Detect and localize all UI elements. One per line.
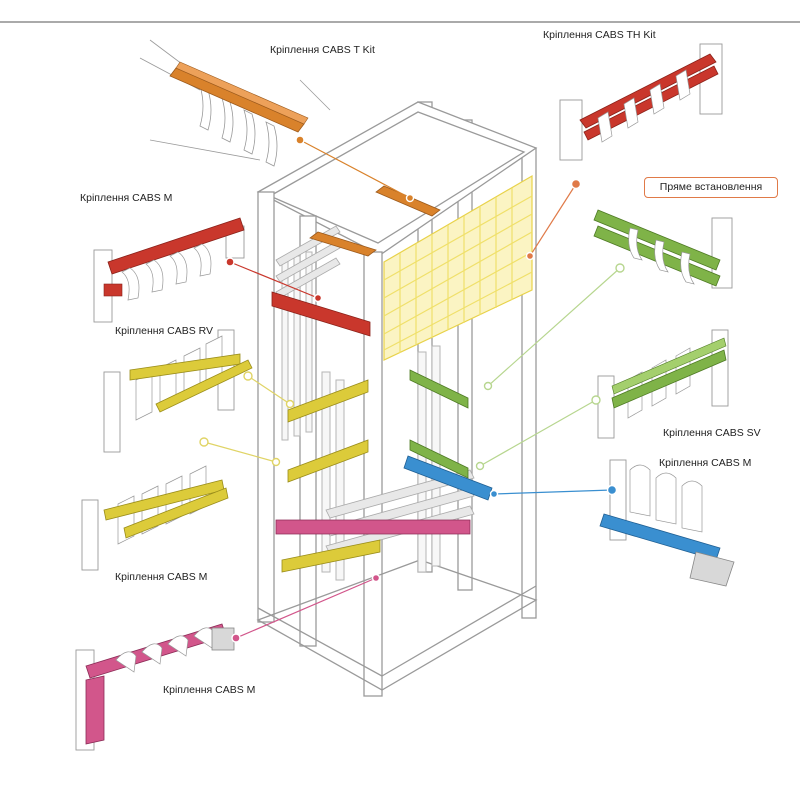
cabinet-part-yellow-3 [281,539,381,573]
leader-cabs-rv [247,375,291,405]
leader-cabs-th-kit [529,183,577,257]
label-cabs-m-bottom: Кріплення CABS M [163,684,256,696]
assembly-cabs-m-pink [75,623,235,751]
dot-direct-install [615,263,625,273]
dot-cabs-m-pink [231,633,241,643]
label-cabs-m-top: Кріплення CABS M [80,192,173,204]
leader-cabs-m-pink [235,577,377,639]
cabinet-part-green-1 [409,369,469,409]
assembly-cabs-rv [103,329,253,453]
assembly-cabs-th-kit [559,43,723,161]
label-cabs-rv: Кріплення CABS RV [115,325,214,337]
cabinet-part-yellow-1 [287,379,369,423]
assembly-cabs-m-yellow [81,465,229,571]
assembly-cabs-m-blue [599,459,735,587]
leader-dots [199,135,625,643]
label-direct-install: Пряме встановлення [644,177,778,198]
label-cabs-sv: Кріплення CABS SV [663,427,761,439]
cabinet-part-blue [403,455,493,501]
cabinet-part-red [271,291,371,337]
assembly-cabs-sv [597,329,729,439]
assembly-cabs-t-kit [139,39,331,167]
label-cabs-m-right: Кріплення CABS M [659,457,752,469]
assembly-direct-install [593,209,733,289]
dot-cabs-m-yellow [199,437,209,447]
cabinet-part-yellow-2 [287,439,369,483]
dot-cabs-t-kit [295,135,305,145]
label-cabs-t-kit: Кріплення CABS T Kit [270,44,375,56]
dot-cabs-sv [591,395,601,405]
dot-cabs-m-blue [606,484,618,496]
dot-cabs-m-red [225,257,235,267]
leader-cabs-t-kit [299,139,411,199]
leader-cabs-m-red [229,261,319,299]
leader-cabs-m-blue [493,489,613,495]
leader-cabs-sv [479,399,597,467]
label-cabs-th-kit: Кріплення CABS TH Kit [543,29,656,41]
dot-cabs-rv [243,371,253,381]
grid-panel [383,174,533,361]
leader-cabs-m-yellow [203,441,277,463]
leader-lines [203,139,621,639]
cabinet-part-orange-2 [309,231,377,257]
cabinet-part-pink [275,519,471,535]
leader-direct-install [487,267,621,387]
dot-cabs-th-kit [570,178,582,190]
label-cabs-m-left: Кріплення CABS M [115,571,208,583]
cabinet-part-green-2 [409,439,469,479]
assembly-cabs-m-red [93,217,245,323]
